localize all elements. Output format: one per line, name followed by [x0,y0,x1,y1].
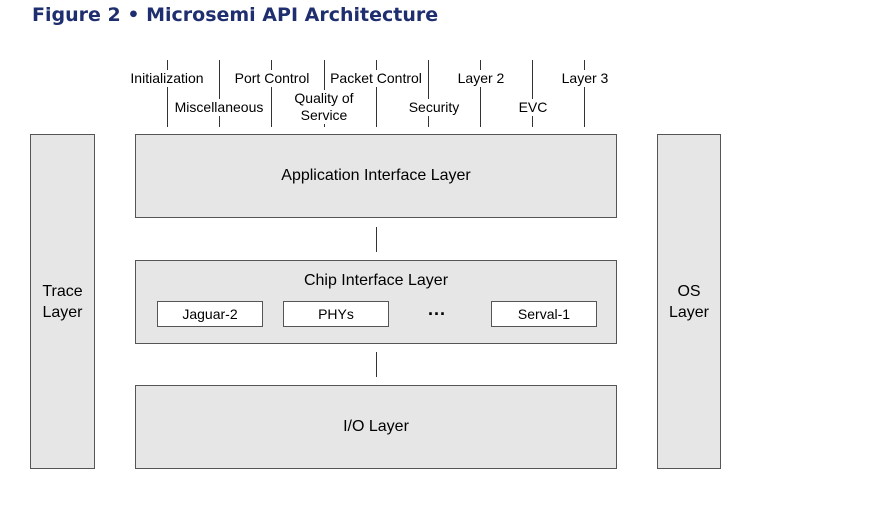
api-separator-8 [532,60,533,127]
os-layer-label: OS Layer [668,283,710,321]
io-layer-label: I/O Layer [343,418,409,435]
api-label-security: Security [401,99,467,116]
trace-layer-label: Trace Layer [42,283,83,321]
os-layer-box: OS Layer [657,134,721,469]
api-separator-3 [271,60,272,127]
io-layer: I/O Layer [135,385,617,469]
api-label-layer-2: Layer 2 [450,70,512,87]
application-interface-layer-label: Application Interface Layer [281,167,471,184]
api-label-miscellaneous: Miscellaneous [171,99,267,116]
api-label-evc: EVC [512,99,554,116]
api-label-initialization: Initialization [123,70,211,87]
connector-app-chip [376,227,377,252]
chip-phys: PHYs [283,301,389,327]
api-separator-1 [167,60,168,127]
api-separator-2 [219,60,220,127]
api-separator-7 [480,60,481,127]
api-separator-6 [428,60,429,127]
api-label-layer-3: Layer 3 [554,70,616,87]
chip-interface-layer-label: Chip Interface Layer [303,272,449,289]
api-label-port-control: Port Control [228,70,316,87]
api-separator-5 [376,60,377,127]
connector-chip-io [376,352,377,377]
api-separator-9 [584,60,585,127]
application-interface-layer: Application Interface Layer [135,134,617,218]
trace-layer-box: Trace Layer [30,134,95,469]
chip-serval-1: Serval-1 [491,301,597,327]
chip-interface-layer: Chip Interface Layer Jaguar-2 PHYs ... S… [135,260,617,344]
chip-ellipsis: ... [428,299,447,319]
chip-jaguar-2: Jaguar-2 [157,301,263,327]
figure-title: Figure 2 • Microsemi API Architecture [32,4,439,26]
api-label-quality-of-service: Quality of Service [286,90,362,124]
api-label-packet-control: Packet Control [326,70,426,87]
